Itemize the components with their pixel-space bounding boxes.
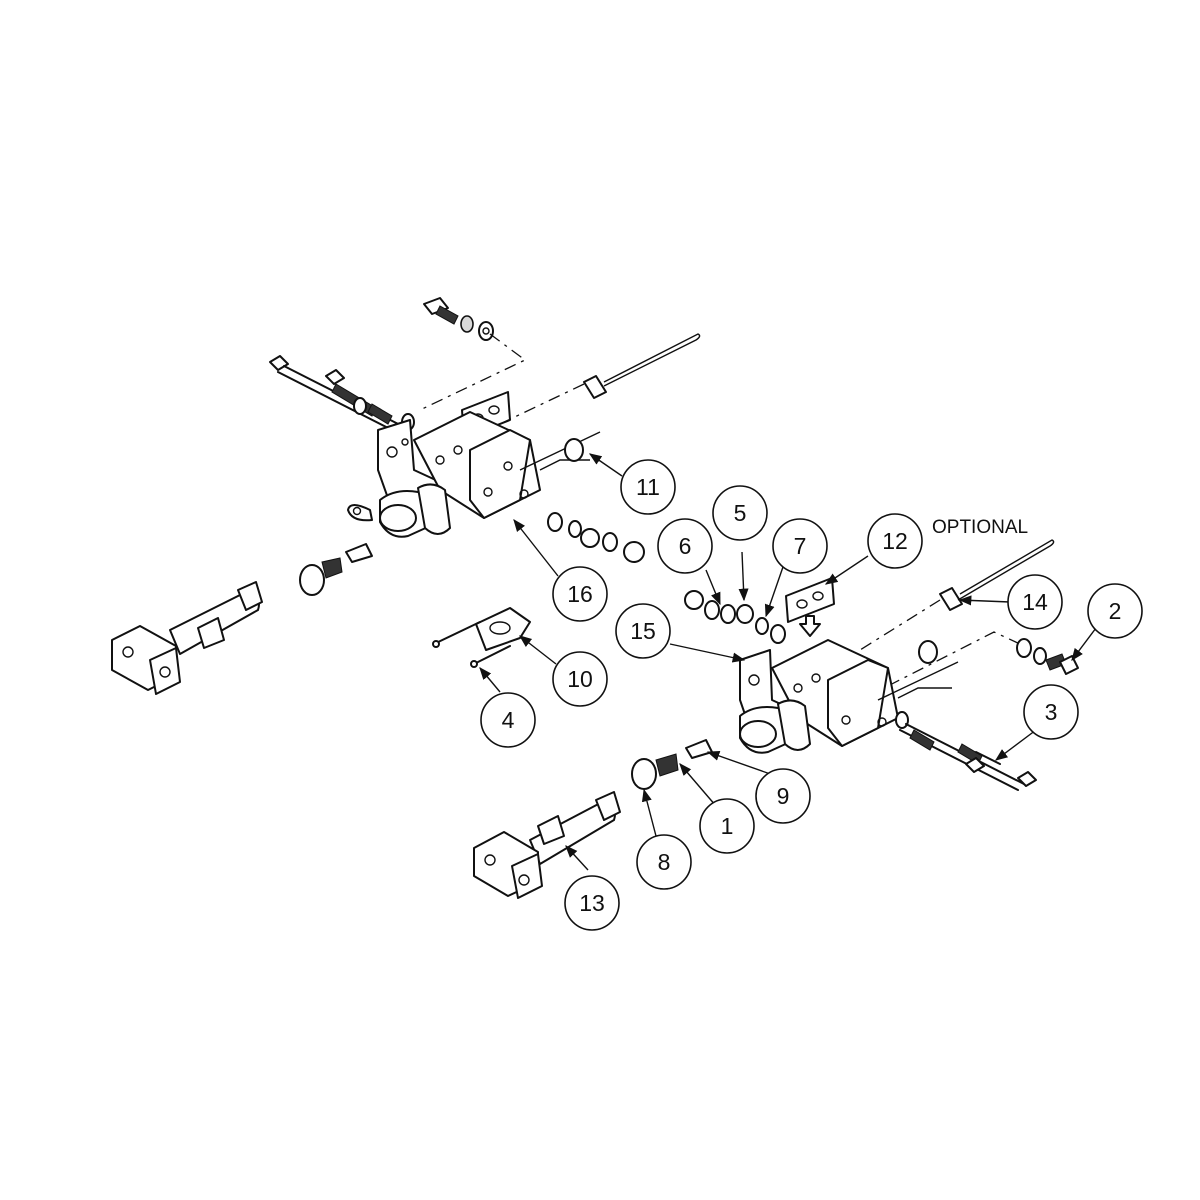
callout-5: 5 bbox=[712, 485, 768, 541]
callout-16: 16 bbox=[552, 566, 608, 622]
svg-text:5: 5 bbox=[734, 500, 747, 526]
svg-text:3: 3 bbox=[1045, 699, 1058, 725]
svg-text:6: 6 bbox=[679, 533, 692, 559]
top-bolt bbox=[423, 297, 494, 341]
callout-2: 2 bbox=[1087, 583, 1143, 639]
svg-text:2: 2 bbox=[1109, 598, 1122, 624]
svg-text:1: 1 bbox=[721, 813, 734, 839]
callout-14: 14 bbox=[1007, 574, 1063, 630]
bolt-right bbox=[1016, 638, 1079, 675]
svg-text:15: 15 bbox=[630, 618, 656, 644]
bushing-lower bbox=[918, 640, 938, 664]
callout-1: 1 bbox=[699, 798, 755, 854]
callout-3: 3 bbox=[1023, 684, 1079, 740]
right-mount-assembly bbox=[473, 539, 1079, 899]
callout-4: 4 bbox=[480, 692, 536, 748]
svg-text:4: 4 bbox=[502, 707, 515, 733]
callout-13: 13 bbox=[564, 875, 620, 931]
callout-7: 7 bbox=[772, 518, 828, 574]
hardware-lower bbox=[684, 590, 786, 644]
mount-plate-parts bbox=[432, 607, 531, 668]
svg-text:12: 12 bbox=[882, 528, 908, 554]
svg-text:16: 16 bbox=[567, 581, 593, 607]
callout-6: 6 bbox=[657, 518, 713, 574]
callout-8: 8 bbox=[636, 834, 692, 890]
callout-15: 15 bbox=[615, 603, 671, 659]
svg-text:9: 9 bbox=[777, 783, 790, 809]
svg-text:10: 10 bbox=[567, 666, 593, 692]
main-bracket-left bbox=[347, 411, 601, 538]
pivot-tube-lower bbox=[473, 791, 621, 899]
callout-10: 10 bbox=[552, 651, 608, 707]
svg-text:8: 8 bbox=[658, 849, 671, 875]
spring-pin-ring-upper bbox=[299, 543, 373, 596]
spring-pin-ring-lower bbox=[631, 739, 713, 790]
long-bolts-left bbox=[269, 355, 415, 437]
callout-9: 9 bbox=[755, 768, 811, 824]
svg-text:14: 14 bbox=[1022, 589, 1048, 615]
optional-note: OPTIONAL bbox=[932, 517, 1028, 538]
left-mount-assembly bbox=[111, 297, 701, 695]
svg-text:7: 7 bbox=[794, 533, 807, 559]
main-bracket-right bbox=[739, 639, 959, 754]
long-bolts-right bbox=[895, 711, 1037, 791]
pivot-tube-upper bbox=[111, 581, 263, 695]
callout-12: 12 bbox=[867, 513, 923, 569]
bushing-upper bbox=[564, 438, 584, 462]
pin-keeper-upper bbox=[583, 333, 701, 399]
svg-text:13: 13 bbox=[579, 890, 605, 916]
hardware-upper bbox=[547, 512, 645, 563]
spacer-plate-lower bbox=[785, 577, 835, 637]
callout-11: 11 bbox=[620, 459, 676, 515]
leader-lines bbox=[479, 453, 1097, 871]
svg-text:11: 11 bbox=[636, 474, 660, 500]
